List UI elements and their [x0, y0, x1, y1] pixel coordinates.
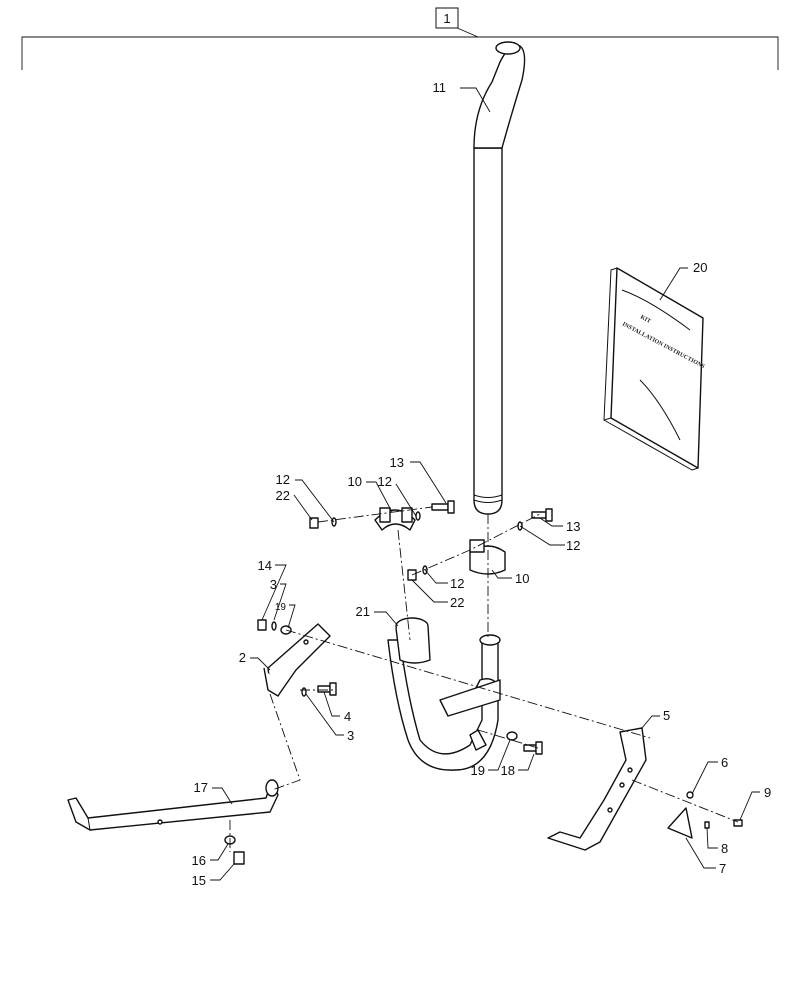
- callout-22: 22: [450, 595, 464, 610]
- callout-6: 6: [721, 755, 728, 770]
- callout-10: 10: [348, 474, 362, 489]
- bolt-13-right: [517, 508, 553, 531]
- callout-19: 19: [275, 602, 287, 613]
- alignment-lines: [229, 506, 739, 852]
- callout-9: 9: [764, 785, 771, 800]
- callout-2: 2: [239, 650, 246, 665]
- support-bar-17: [67, 779, 279, 831]
- callout-19: 19: [471, 763, 485, 778]
- hardware-6-8-9: [686, 791, 743, 829]
- manual-title-line1: KIT: [639, 314, 652, 324]
- callout-1: 1: [443, 11, 450, 26]
- callout-12: 12: [378, 474, 392, 489]
- mounting-bracket-2: [263, 623, 331, 697]
- hardware-4-3: [301, 682, 337, 697]
- assembly-bracket: 1: [21, 7, 779, 70]
- callout-10: 10: [515, 571, 529, 586]
- callout-21: 21: [356, 604, 370, 619]
- callout-12: 12: [566, 538, 580, 553]
- callout-12: 12: [450, 576, 464, 591]
- foot-step-5: [547, 727, 647, 851]
- callout-7: 7: [719, 861, 726, 876]
- clamp-left: [374, 507, 416, 531]
- callout-13: 13: [566, 519, 580, 534]
- bolt-13-left: [431, 500, 455, 514]
- callouts: 11 20 12 22 10 12 13 13 12 12 22 10 14 3…: [192, 80, 772, 888]
- callout-8: 8: [721, 841, 728, 856]
- callout-16: 16: [192, 853, 206, 868]
- bolt-15-washer-16: [224, 835, 245, 865]
- callout-13: 13: [390, 455, 404, 470]
- callout-3: 3: [270, 577, 277, 592]
- installation-manual: KIT INSTALLATION INSTRUCTIONS: [603, 267, 706, 471]
- bolt-18-washer-19: [506, 731, 543, 755]
- exhaust-stack-pipe: [473, 41, 526, 515]
- callout-20: 20: [693, 260, 707, 275]
- callout-18: 18: [501, 763, 515, 778]
- callout-4: 4: [344, 709, 351, 724]
- callout-5: 5: [663, 708, 670, 723]
- callout-11: 11: [433, 80, 447, 95]
- callout-12: 12: [276, 472, 290, 487]
- clamp-right: [469, 539, 506, 575]
- callout-22: 22: [276, 488, 290, 503]
- callout-15: 15: [192, 873, 206, 888]
- reflector-7: [667, 807, 693, 839]
- leader-lines: [210, 87, 760, 881]
- callout-3: 3: [347, 728, 354, 743]
- hardware-14-3-19: [257, 619, 292, 635]
- callout-17: 17: [194, 780, 208, 795]
- exhaust-elbow-pipe: [387, 617, 501, 771]
- callout-14: 14: [258, 558, 272, 573]
